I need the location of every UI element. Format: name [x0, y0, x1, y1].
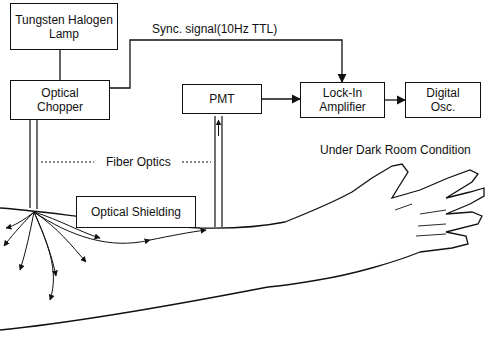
box-text: Digital Osc. [418, 86, 468, 114]
amplifier-box: Lock-In Amplifier [300, 82, 385, 118]
edge-label: Sync. signal(10Hz TTL) [150, 22, 279, 36]
note-text: Under Dark Room Condition [318, 143, 473, 157]
signal-connector [385, 99, 405, 100]
arm-outline [0, 287, 268, 330]
fiber-optic [215, 116, 222, 227]
signal-connector [59, 50, 60, 80]
arm-outline [0, 164, 484, 287]
box-text: Lock-In Amplifier [308, 86, 378, 114]
oscilloscope-box: Digital Osc. [405, 82, 481, 118]
fiber-label: Fiber Optics [104, 155, 173, 169]
fiber-arrow [218, 120, 219, 136]
shield-box: Optical Shielding [76, 196, 196, 228]
signal-connector [110, 40, 342, 88]
lamp-box: Tungsten Halogen Lamp [10, 3, 118, 50]
detector-box: PMT [182, 84, 262, 114]
signal-connector [262, 98, 300, 99]
box-text: Optical Chopper [29, 86, 91, 114]
box-text: Tungsten Halogen Lamp [11, 13, 117, 41]
fiber-optic [30, 120, 37, 209]
chopper-box: Optical Chopper [10, 80, 110, 120]
box-text: Optical Shielding [91, 205, 181, 219]
box-text: PMT [209, 92, 234, 106]
hand-detail [395, 204, 446, 236]
